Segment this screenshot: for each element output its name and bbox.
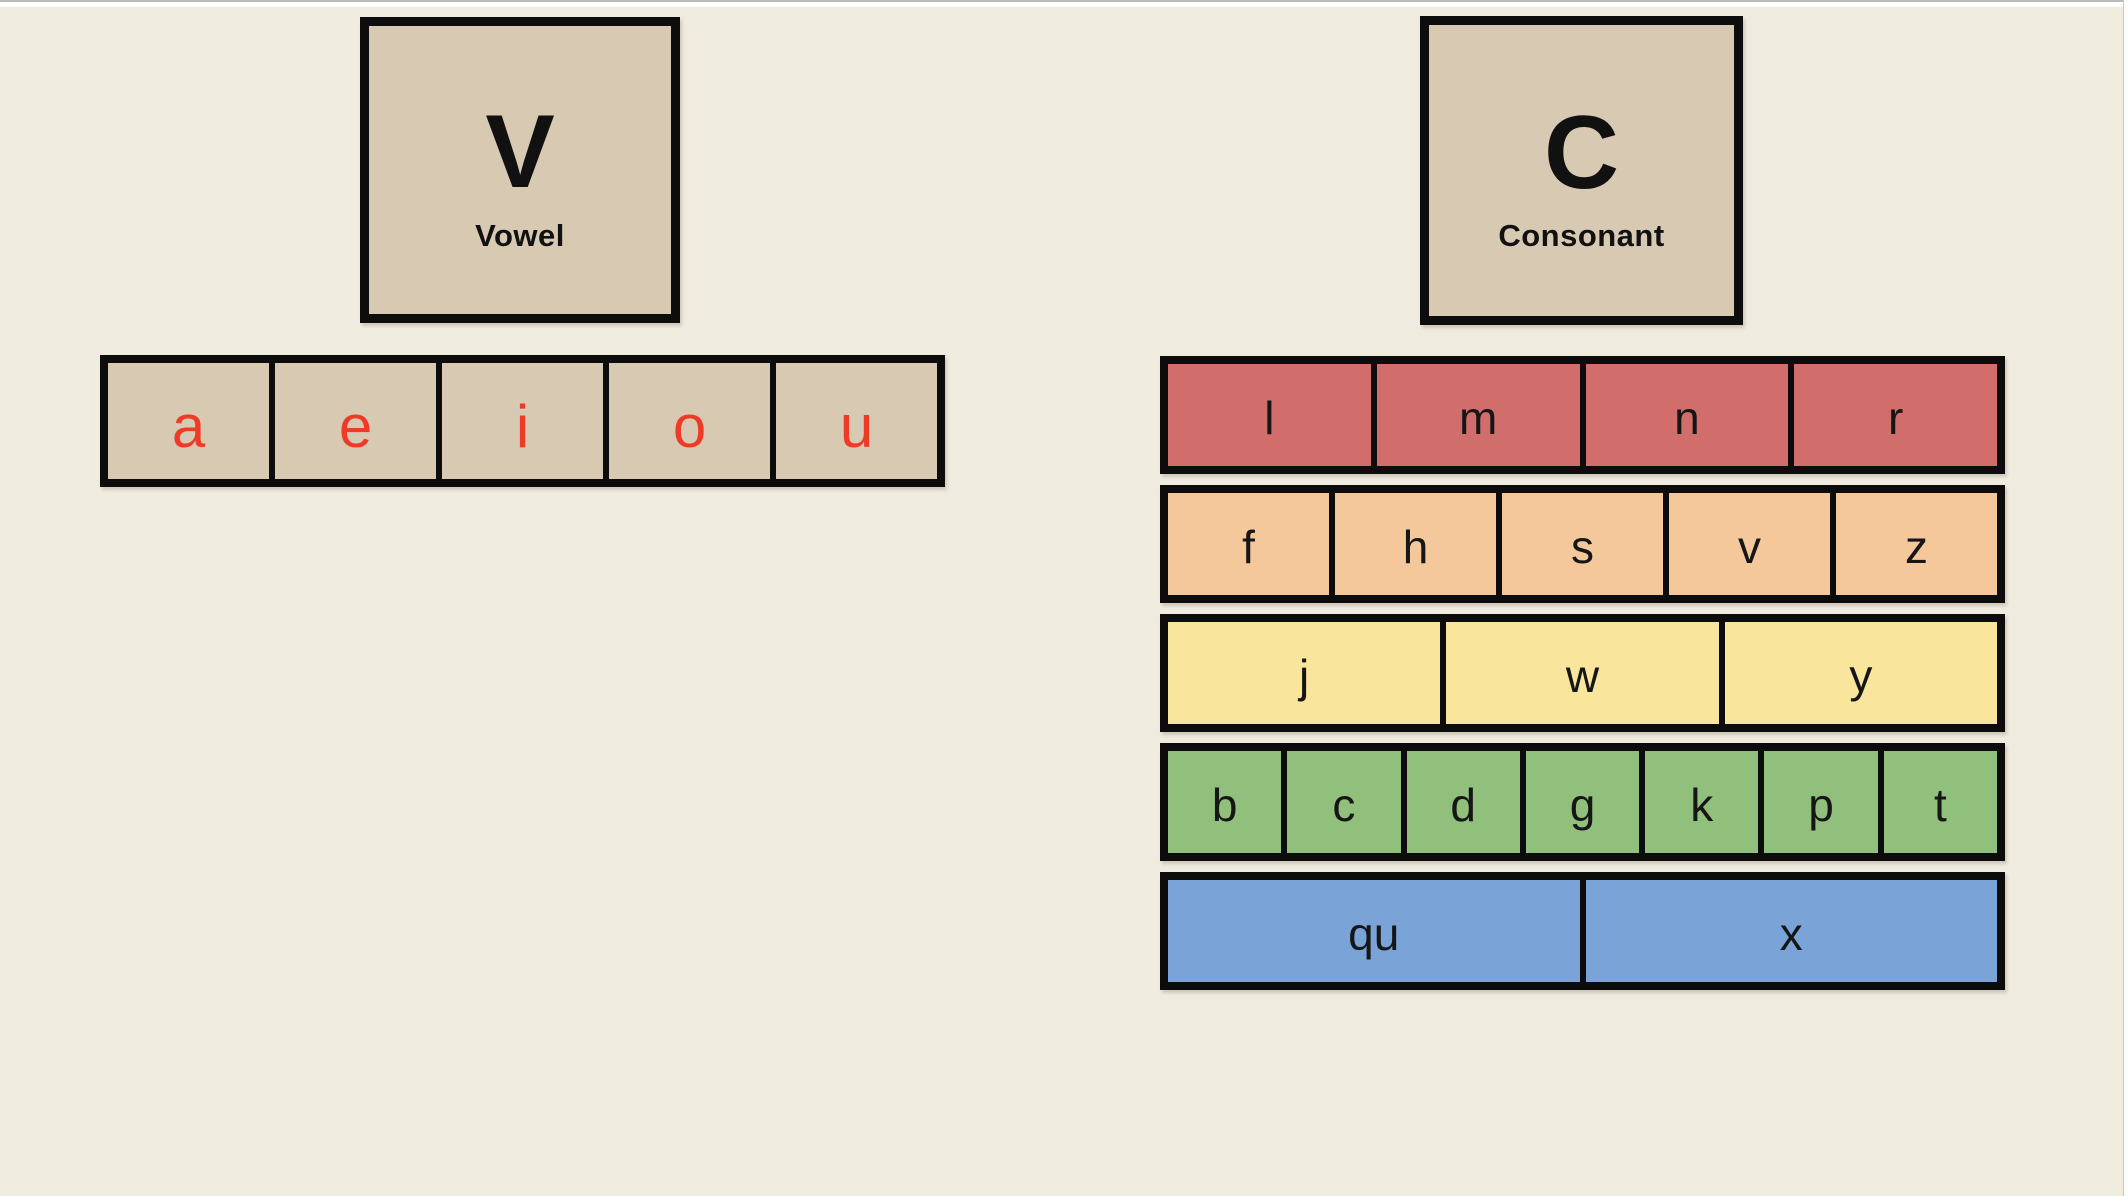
letter-tile-a[interactable]: a <box>105 360 272 482</box>
letter-tile-k[interactable]: k <box>1642 748 1762 856</box>
window-top-edge <box>0 0 2128 7</box>
letter-tile-g[interactable]: g <box>1522 748 1643 856</box>
letter-tile-c[interactable]: c <box>1284 748 1404 856</box>
letter-tile-e[interactable]: e <box>272 360 439 482</box>
letter-tile-p[interactable]: p <box>1761 748 1881 856</box>
tile-letter: c <box>1332 779 1356 831</box>
letter-tile-h[interactable]: h <box>1332 490 1499 598</box>
vowel-card-symbol: V <box>485 94 555 211</box>
letter-tile-i[interactable]: i <box>439 360 606 482</box>
tile-letter: f <box>1242 521 1255 573</box>
tile-letter: g <box>1569 779 1596 831</box>
consonant-card[interactable]: C Consonant <box>1420 16 1743 325</box>
letter-tile-n[interactable]: n <box>1582 361 1792 469</box>
tile-letter: k <box>1690 779 1714 831</box>
letter-tile-o[interactable]: o <box>606 360 773 482</box>
consonant-card-symbol: C <box>1543 94 1620 211</box>
letter-tile-w[interactable]: w <box>1443 619 1722 727</box>
tile-letter: h <box>1402 521 1429 573</box>
window-right-edge <box>2123 0 2128 1196</box>
letter-tile-u[interactable]: u <box>773 360 940 482</box>
tile-letter: n <box>1674 392 1700 444</box>
tile-letter: s <box>1571 521 1594 573</box>
tile-letter: z <box>1905 521 1928 573</box>
letter-tile-d[interactable]: d <box>1403 748 1523 856</box>
letter-tile-f[interactable]: f <box>1165 490 1332 598</box>
consonant-rows: l m n r f h s v z j w y b c d g k p t qu x <box>1160 356 2005 990</box>
consonant-row-blue: qu x <box>1160 872 2005 990</box>
tile-letter: y <box>1849 650 1873 702</box>
tile-letter: b <box>1211 779 1238 831</box>
tile-letter: j <box>1299 650 1310 702</box>
letter-tile-y[interactable]: y <box>1721 619 2000 727</box>
tile-letter: qu <box>1348 908 1400 960</box>
letter-tile-b[interactable]: b <box>1165 748 1285 856</box>
tile-letter: d <box>1450 779 1476 831</box>
tile-letter: l <box>1264 392 1275 444</box>
letter-tile-z[interactable]: z <box>1833 490 2000 598</box>
tile-letter: p <box>1808 779 1834 831</box>
tile-letter: i <box>515 392 530 460</box>
consonant-card-label: Consonant <box>1498 218 1665 254</box>
tile-letter: o <box>672 392 707 460</box>
tile-letter: r <box>1887 392 1904 444</box>
tile-letter: u <box>839 392 874 460</box>
letter-tile-x[interactable]: x <box>1582 877 2000 985</box>
letter-tile-j[interactable]: j <box>1165 619 1444 727</box>
tile-letter: v <box>1738 521 1761 573</box>
letter-tile-v[interactable]: v <box>1666 490 1833 598</box>
letter-tile-qu[interactable]: qu <box>1165 877 1583 985</box>
tile-letter: e <box>338 392 373 460</box>
letter-tile-m[interactable]: m <box>1373 361 1583 469</box>
tile-letter: t <box>1933 779 1947 831</box>
tile-letter: a <box>171 392 206 460</box>
vowel-card[interactable]: V Vowel <box>360 17 680 323</box>
letter-tile-s[interactable]: s <box>1499 490 1666 598</box>
tile-letter: x <box>1779 908 1803 960</box>
tile-letter: w <box>1565 650 1600 702</box>
vowel-card-label: Vowel <box>475 217 565 253</box>
letter-tile-t[interactable]: t <box>1880 748 2000 856</box>
tile-letter: m <box>1458 392 1498 444</box>
letter-tile-r[interactable]: r <box>1791 361 2000 469</box>
letter-tile-l[interactable]: l <box>1165 361 1374 469</box>
